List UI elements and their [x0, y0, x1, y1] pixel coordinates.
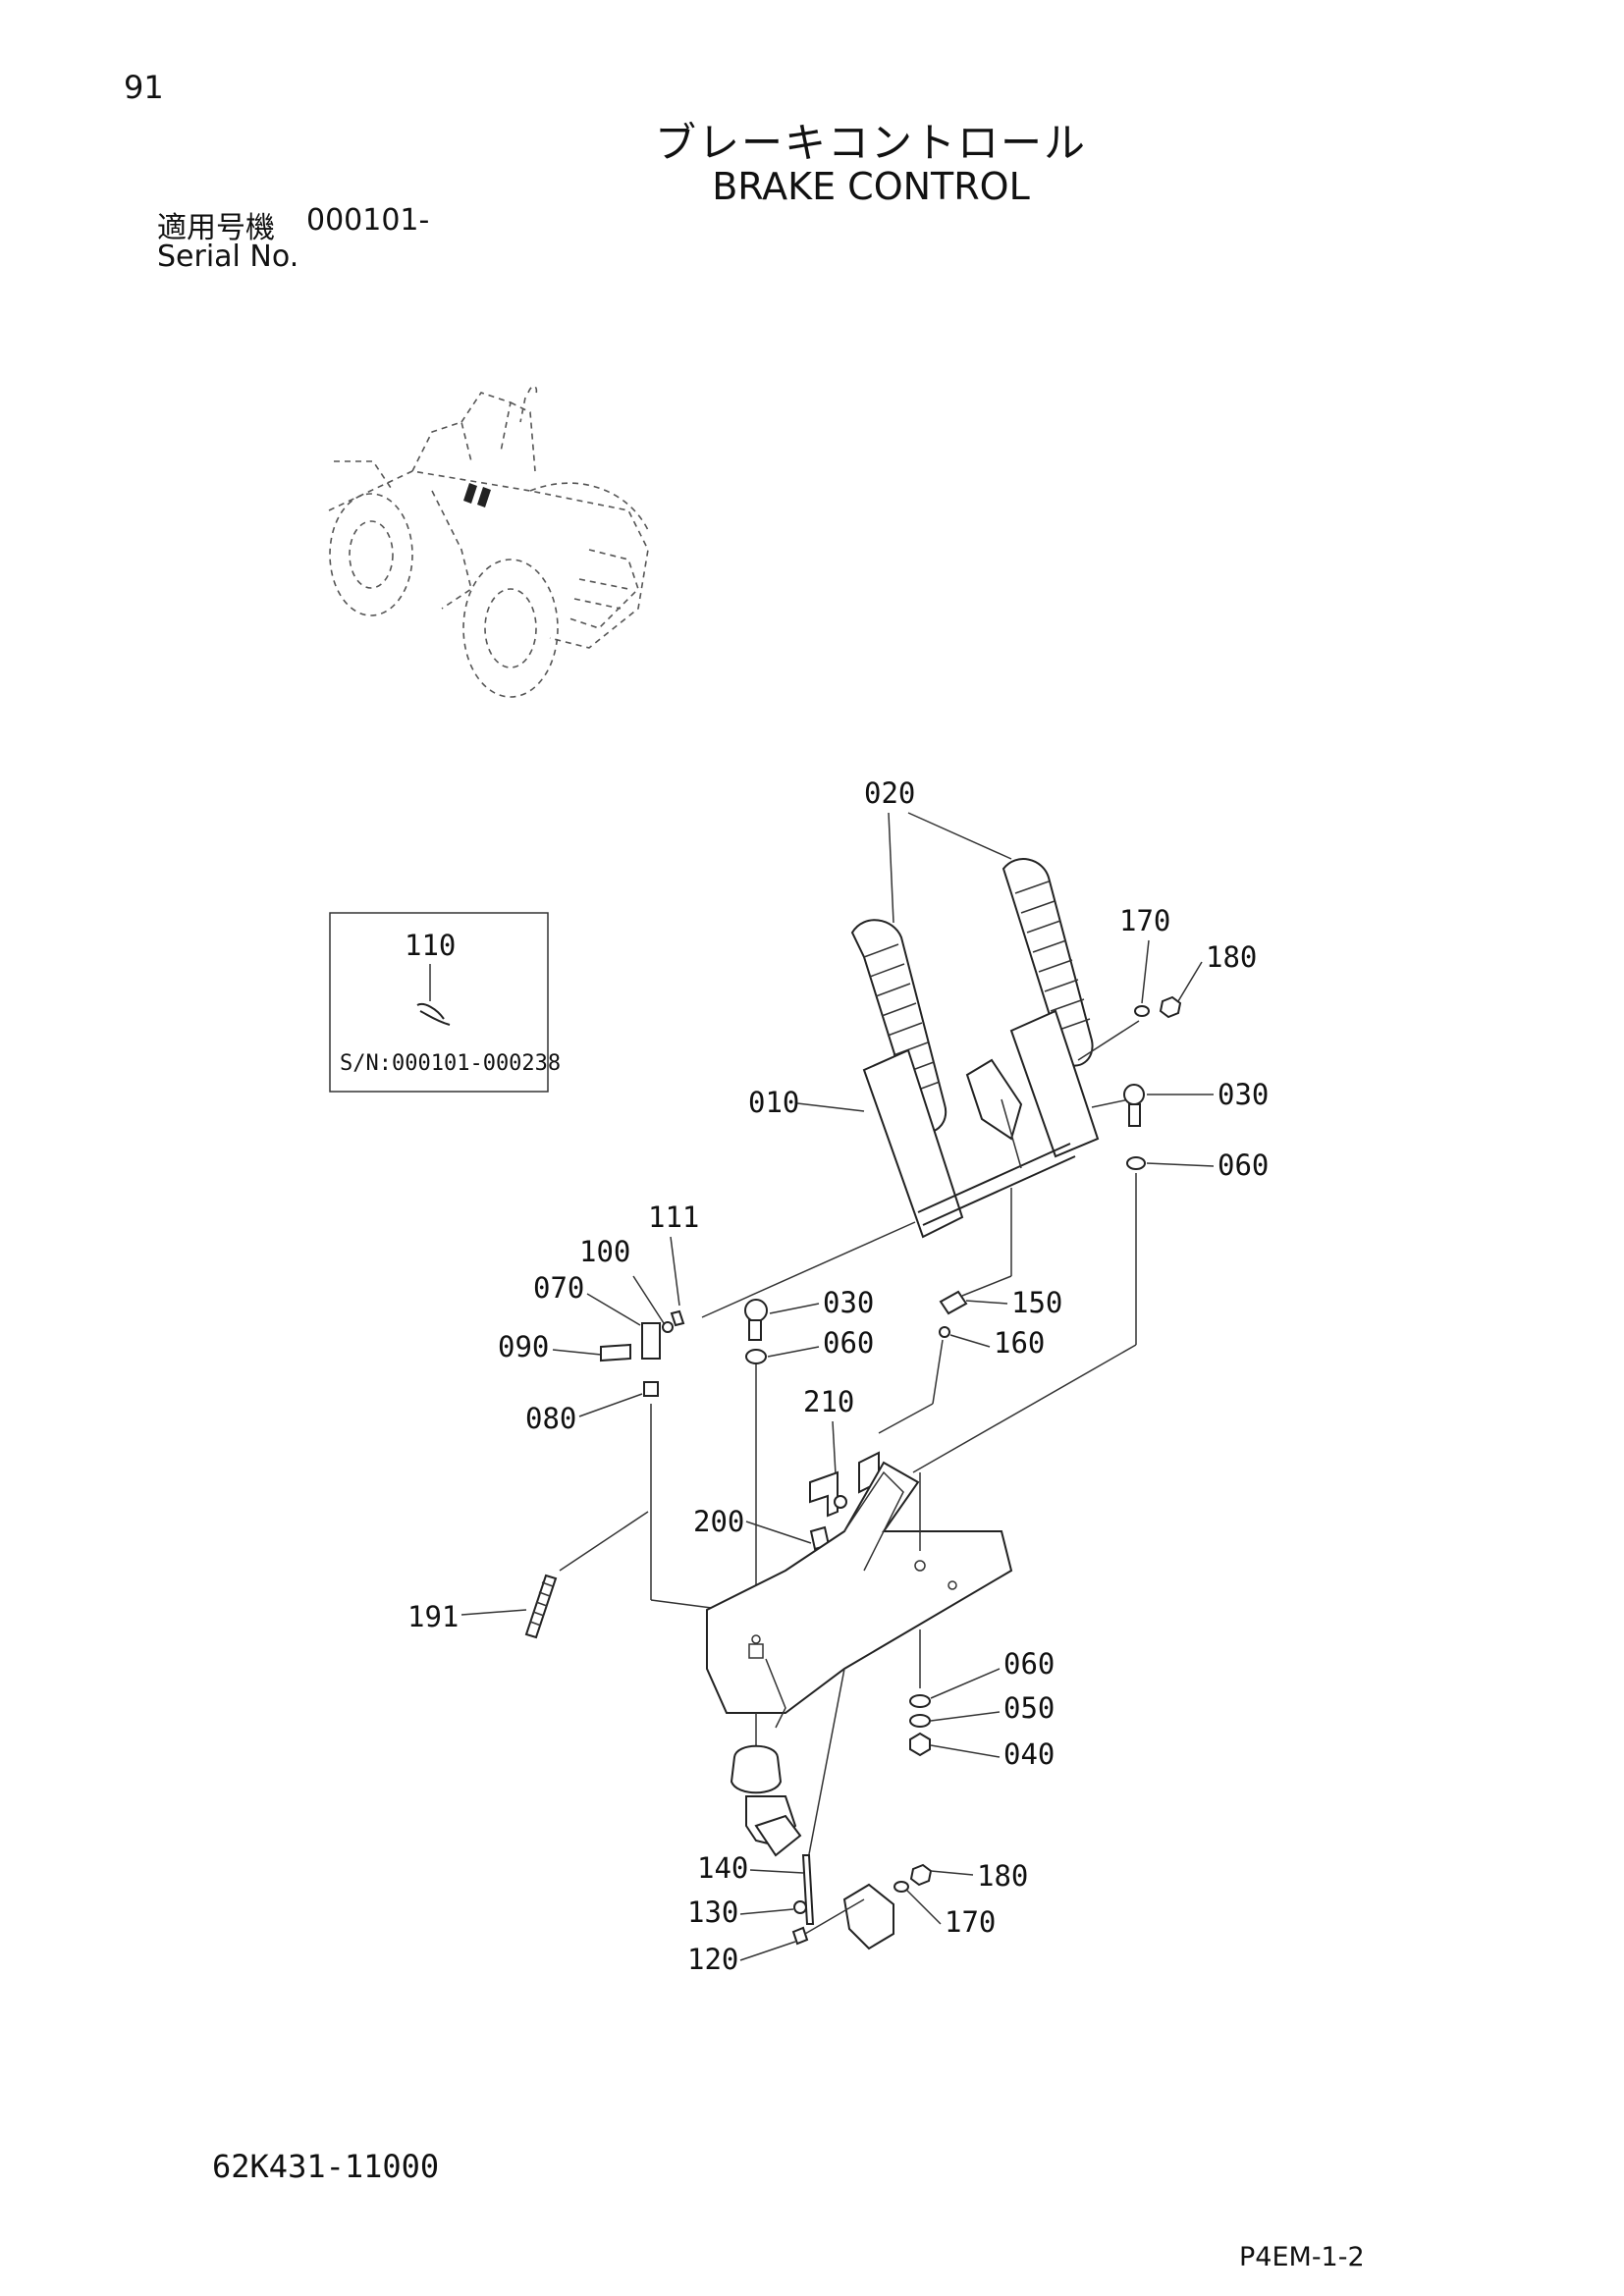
callout-160: 160 [994, 1326, 1045, 1360]
base-plate [706, 1461, 1013, 1729]
tractor-locator-illustration [328, 385, 649, 698]
callout-040: 040 [1003, 1737, 1055, 1771]
callout-100: 100 [579, 1235, 630, 1268]
callout-010: 010 [748, 1086, 799, 1119]
drawing-number: 62K431-11000 [212, 2148, 440, 2185]
callout-050: 050 [1003, 1691, 1055, 1725]
callout-120: 120 [687, 1943, 738, 1976]
callout-060-lower: 060 [823, 1326, 874, 1360]
page-code: P4EM-1-2 [1239, 2242, 1365, 2272]
callout-111: 111 [648, 1201, 699, 1234]
inset-serial-note: S/N:000101-000238 [340, 1051, 561, 1076]
lower-right-fasteners: 180 170 [804, 1859, 1028, 1950]
callout-180-lower: 180 [977, 1859, 1028, 1893]
callout-210: 210 [803, 1385, 854, 1418]
serial-label-japanese: 適用号機 [157, 211, 275, 245]
callout-060-bottom: 060 [1003, 1647, 1055, 1681]
callout-030-upper: 030 [1218, 1078, 1269, 1111]
callout-180-upper: 180 [1206, 940, 1257, 974]
callout-140: 140 [697, 1851, 748, 1885]
pedal-pad-part: 020 [850, 776, 1094, 1134]
center-fittings: 030 060 150 160 [744, 1286, 1062, 1669]
bracket-parts: 210 200 [693, 1385, 880, 1551]
washer-stack: 060 050 040 [909, 1647, 1055, 1771]
spring-part: 191 [407, 1511, 649, 1639]
pedal-location-marker [463, 483, 491, 507]
callout-060-upper: 060 [1218, 1148, 1269, 1182]
page-number: 91 [124, 69, 164, 106]
inset-part-label: 110 [405, 929, 456, 962]
master-cylinder: 140 130 120 [687, 1668, 845, 1976]
callout-170-upper: 170 [1119, 904, 1170, 937]
callout-020: 020 [864, 776, 915, 810]
callout-170-lower: 170 [945, 1905, 996, 1939]
title-japanese: ブレーキコントロール [654, 119, 1087, 167]
callout-150: 150 [1011, 1286, 1062, 1319]
inset-box: 110 S/N:000101-000238 [329, 912, 561, 1093]
callout-080: 080 [525, 1402, 576, 1435]
title-english: BRAKE CONTROL [712, 165, 1030, 208]
right-side-fasteners: 170 180 030 060 [912, 904, 1269, 1473]
pedal-assembly-part: 010 [701, 1009, 1140, 1318]
callout-200: 200 [693, 1505, 744, 1538]
serial-label-english: Serial No. [157, 240, 299, 274]
callout-191: 191 [407, 1600, 459, 1633]
callout-070: 070 [533, 1271, 584, 1305]
left-linkage-parts: 111 100 070 090 080 [498, 1201, 728, 1611]
callout-030-lower: 030 [823, 1286, 874, 1319]
callout-130: 130 [687, 1896, 738, 1929]
serial-range: 000101- [306, 203, 430, 238]
callout-090: 090 [498, 1330, 549, 1363]
